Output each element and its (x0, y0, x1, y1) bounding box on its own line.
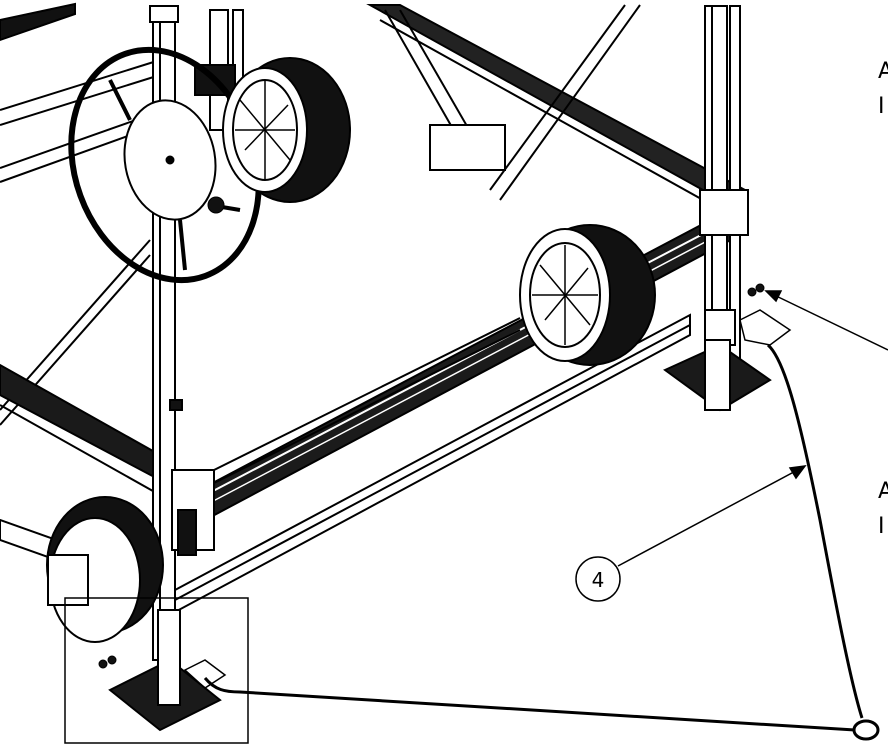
hardware-nuts (98, 283, 765, 669)
right-edge-labels: A I A I (878, 59, 888, 539)
wheel-right (519, 224, 656, 366)
footplate-right (663, 339, 772, 412)
edge-label-1: A (878, 59, 888, 84)
item-balloon-4: 4 (575, 556, 621, 602)
edge-label-3: A (878, 479, 888, 504)
edge-label-2: I (878, 94, 885, 119)
item-balloon-number: 4 (592, 568, 605, 592)
front-cross-rail (188, 213, 742, 522)
footplate-left (108, 609, 222, 732)
detail-view-box (64, 597, 249, 744)
left-bottom-rail (0, 363, 161, 496)
right-vertical-post (699, 5, 749, 397)
leader-lines (617, 290, 888, 567)
back-top-rail (366, 4, 747, 216)
pin-bracket-left (183, 659, 227, 689)
wheel-front-left (46, 496, 164, 643)
lanyard-pin (203, 343, 880, 741)
pin-bracket-right (739, 309, 792, 346)
left-frame-rails (0, 2, 161, 426)
inner-bottom-rail (209, 317, 521, 486)
wheel-back (222, 57, 351, 203)
edge-label-4: I (878, 514, 885, 539)
